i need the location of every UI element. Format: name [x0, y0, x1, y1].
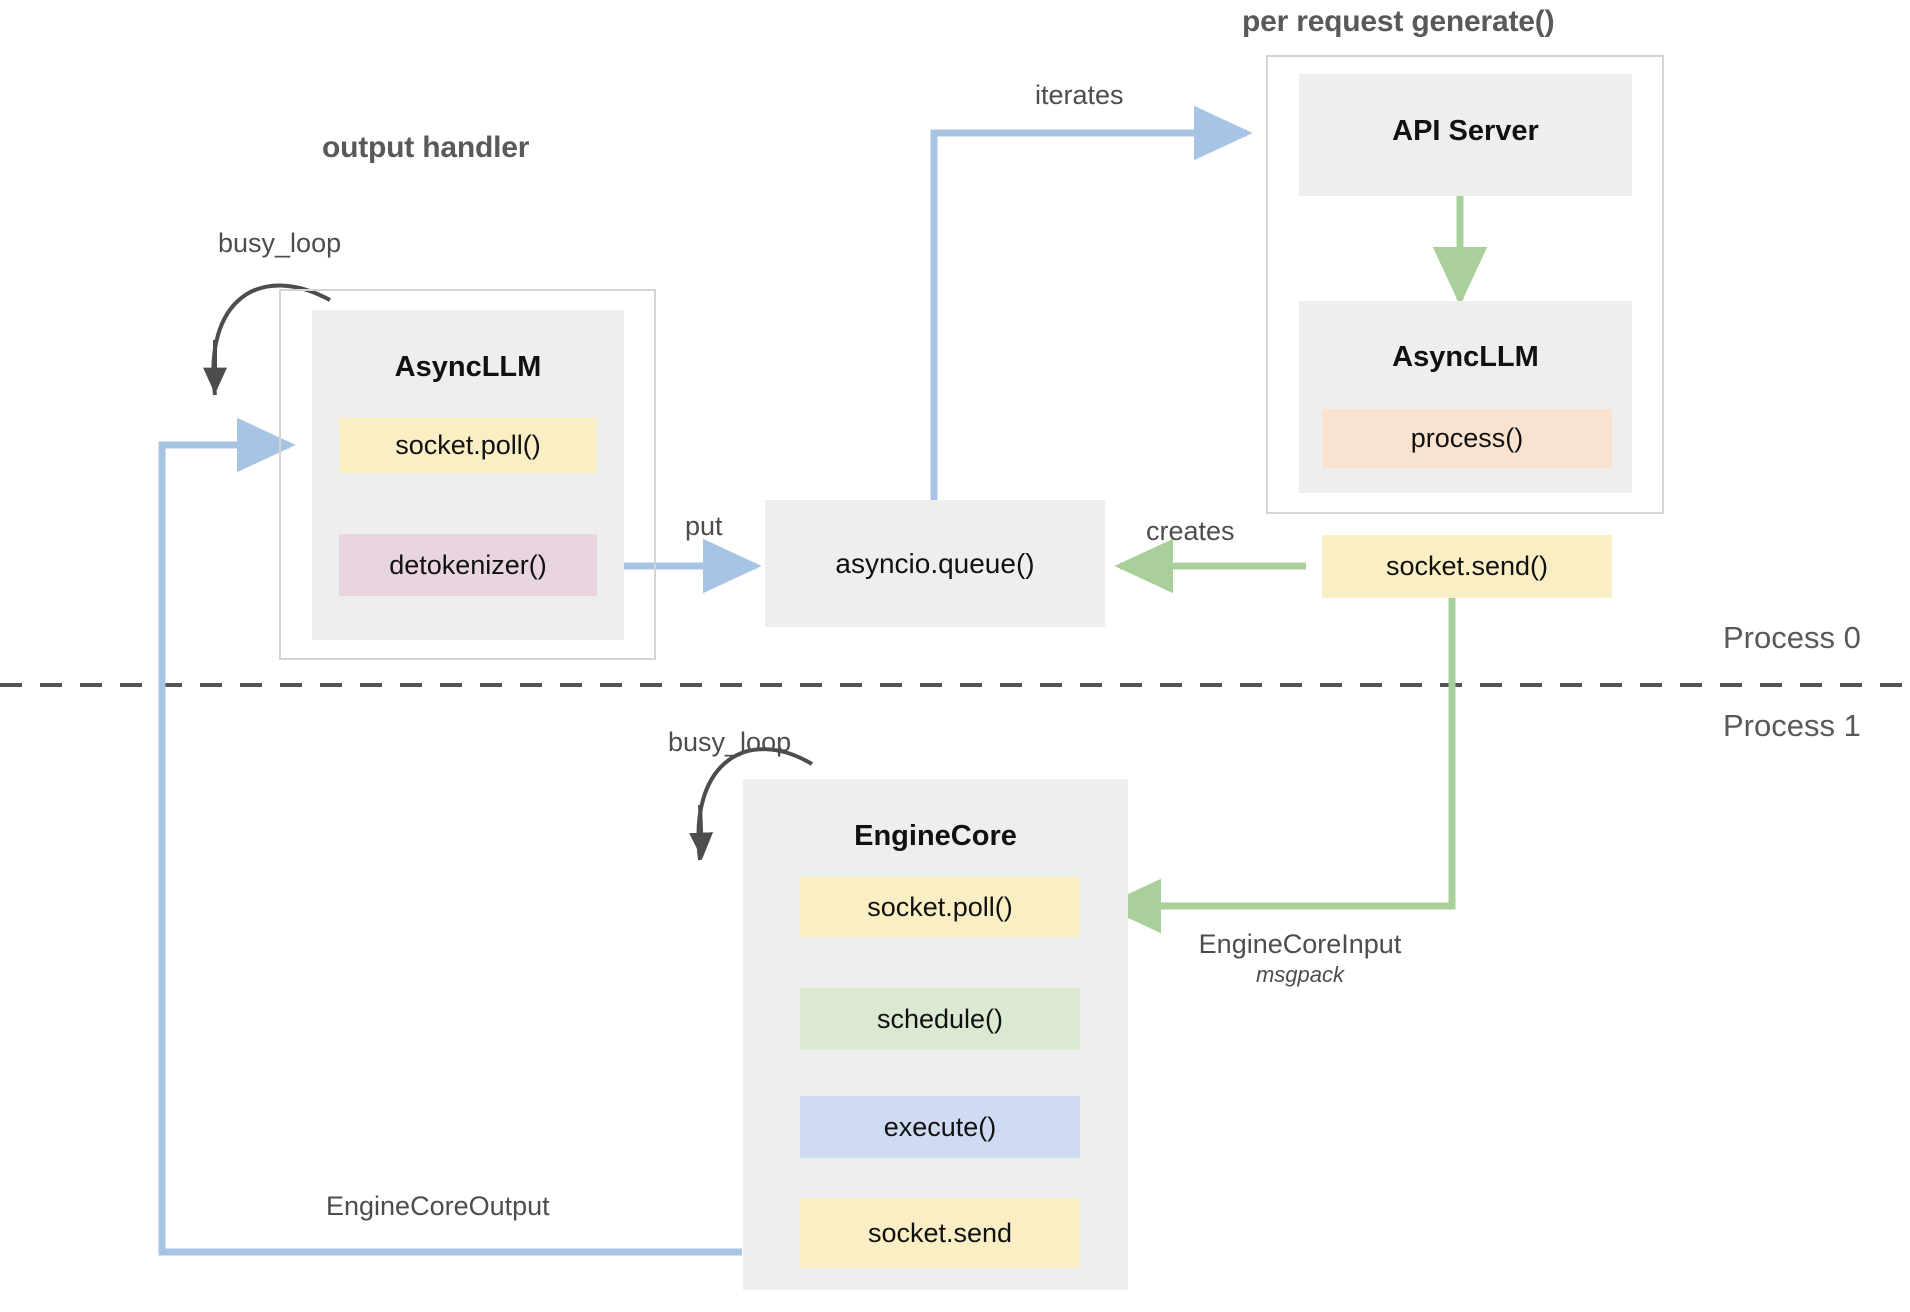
edge-engine-core-input-arrow	[1102, 598, 1456, 934]
engine-core-row-execute[interactable]: execute()	[800, 1096, 1080, 1158]
per-request-generate-frame	[1266, 55, 1664, 514]
engine-core-output-label: EngineCoreOutput	[326, 1191, 550, 1221]
async-llm-left-row-detokenizer[interactable]: detokenizer()	[339, 534, 597, 596]
engine-core-input-label: EngineCoreInput	[1198, 929, 1402, 959]
busy-loop-arrowhead-engine	[689, 804, 714, 859]
busy-loop-label-left: busy_loop	[218, 228, 342, 258]
async-llm-right-row-process[interactable]: process()	[1322, 409, 1612, 468]
iterates-label: iterates	[1035, 80, 1124, 110]
asyncio-queue-box[interactable]: asyncio.queue()	[765, 500, 1105, 627]
engine-core-row-socket-send[interactable]: socket.send	[800, 1198, 1080, 1268]
api-server-title: API Server	[1392, 115, 1539, 147]
process-1-label: Process 1	[1723, 708, 1861, 743]
output-handler-frame	[279, 289, 656, 660]
section-title-output-handler: output handler	[322, 131, 530, 164]
creates-label: creates	[1146, 516, 1235, 546]
async-llm-right-title: AsyncLLM	[1392, 341, 1539, 373]
async-llm-left-row-socket-poll[interactable]: socket.poll()	[339, 417, 597, 473]
engine-core-row-socket-poll[interactable]: socket.poll()	[800, 877, 1080, 937]
engine-core-input-format-label: msgpack	[1255, 962, 1345, 987]
put-label: put	[685, 511, 723, 541]
section-title-per-request-generate: per request generate()	[1242, 5, 1555, 38]
async-llm-left-title: AsyncLLM	[394, 351, 542, 383]
edge-iterates-arrow	[930, 105, 1253, 500]
busy-loop-label-engine: busy_loop	[668, 727, 792, 757]
engine-core-row-schedule[interactable]: schedule()	[800, 988, 1080, 1050]
async-llm-right-row-socket-send[interactable]: socket.send()	[1322, 535, 1612, 598]
engine-core-title: EngineCore	[854, 820, 1017, 852]
engine-core-input-label-group: EngineCoreInput msgpack	[1150, 929, 1450, 987]
process-0-label: Process 0	[1723, 620, 1861, 655]
api-server-box[interactable]: API Server	[1299, 74, 1632, 196]
